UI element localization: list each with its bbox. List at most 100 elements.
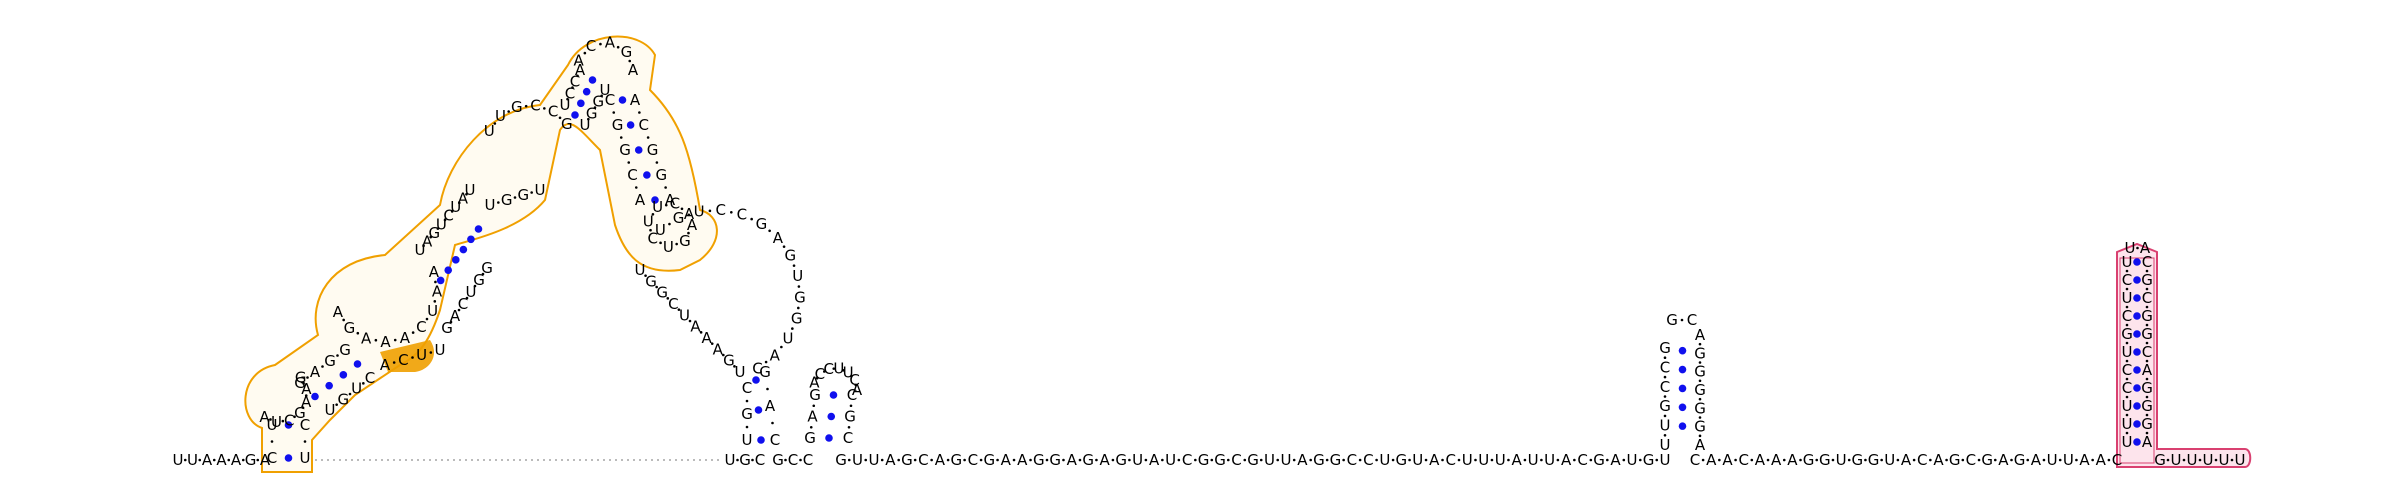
backbone-dot bbox=[766, 387, 769, 391]
backbone-dot bbox=[183, 458, 187, 462]
black-loop-right-nt: U bbox=[655, 221, 666, 239]
black-loop-right-nt: G bbox=[673, 209, 685, 227]
strand-mid-a-nt: C bbox=[755, 451, 765, 469]
mid-hairpin-loop-nt: G bbox=[1666, 311, 1678, 329]
small-hairpin-right-nt: C bbox=[847, 386, 857, 404]
backbone-dot bbox=[571, 86, 574, 89]
strand-after-hairpin-nt: U bbox=[1884, 451, 1895, 469]
backbone-dot bbox=[1961, 458, 1965, 462]
strand-long-nt: U bbox=[1495, 451, 1506, 469]
backbone-dot bbox=[677, 308, 681, 311]
black-loop-right-nt: G bbox=[784, 246, 796, 264]
strand-3p-tail-nt: U bbox=[2187, 451, 2198, 469]
small-hairpin-right-nt: C bbox=[843, 429, 853, 447]
strand-after-hairpin-nt: G bbox=[1851, 451, 1863, 469]
backbone-dot bbox=[1161, 458, 1164, 462]
backbone-dot bbox=[411, 356, 414, 359]
backbone-dot bbox=[1062, 458, 1065, 462]
base-pair-dot bbox=[467, 235, 475, 244]
base-pair-dot bbox=[2133, 258, 2141, 266]
base-pair-dot bbox=[757, 436, 765, 444]
backbone-dot bbox=[2145, 305, 2149, 309]
strand-long-nt: C bbox=[1347, 451, 1357, 469]
helix3-tail-nt: G bbox=[518, 186, 530, 204]
backbone-dot bbox=[627, 161, 631, 164]
backbone-dot bbox=[850, 374, 853, 378]
orange-filled-region bbox=[380, 340, 435, 372]
loop2-nt: A bbox=[380, 333, 391, 351]
backbone-dot bbox=[1993, 458, 1997, 462]
base-pair-dot bbox=[1678, 422, 1687, 430]
backbone-dot bbox=[812, 404, 816, 408]
backbone-dot bbox=[1663, 375, 1667, 379]
strand-after-hairpin-nt: A bbox=[1998, 451, 2009, 469]
backbone-dot bbox=[2214, 458, 2218, 462]
strand-long-nt: G bbox=[1593, 451, 1605, 469]
backbone-dot bbox=[1144, 458, 1148, 462]
strand-long-nt: U bbox=[1528, 451, 1539, 469]
strand-after-hairpin-nt: C bbox=[1690, 451, 1700, 469]
base-pair-dot bbox=[2133, 276, 2141, 284]
backbone-dot bbox=[616, 45, 620, 49]
strand-long-nt: G bbox=[1214, 451, 1226, 469]
black-loop-left-nt: A bbox=[690, 318, 701, 336]
pink-hairpin-right-nt: G bbox=[2141, 379, 2153, 397]
helix3-right-nt: U bbox=[466, 283, 477, 301]
domain-highlights bbox=[244, 35, 2252, 473]
backbone-dot bbox=[2145, 413, 2149, 417]
backbone-dot bbox=[436, 227, 440, 230]
backbone-dot bbox=[2145, 269, 2149, 273]
backbone-dot bbox=[2198, 458, 2202, 462]
helix3-left-nt: U bbox=[465, 181, 476, 199]
strand-long-nt: A bbox=[1149, 451, 1160, 469]
arm-left-nt: C bbox=[627, 166, 637, 184]
backbone-dot bbox=[321, 365, 324, 368]
mid-hairpin-left-nt: G bbox=[1659, 397, 1671, 415]
backbone-dot bbox=[362, 382, 365, 385]
backbone-dot bbox=[832, 367, 836, 370]
stem4-left-nt: C bbox=[570, 73, 580, 91]
backbone-dot bbox=[411, 331, 415, 334]
loop3-nt: U bbox=[495, 107, 506, 125]
backbone-dot bbox=[303, 440, 307, 443]
mid-hairpin-right-nt: A bbox=[1695, 326, 1706, 344]
backbone-dot bbox=[2145, 431, 2149, 435]
backbone-dot bbox=[2125, 377, 2129, 381]
base-pairs bbox=[284, 76, 2141, 462]
backbone-dot bbox=[1210, 458, 1214, 462]
backbone-dot bbox=[628, 59, 632, 63]
pink-hairpin-right-nt: C bbox=[2142, 343, 2152, 361]
strand-3p-tail-nt: G bbox=[2154, 451, 2166, 469]
backbone-dot bbox=[946, 458, 950, 462]
backbone-dot bbox=[1243, 458, 1247, 462]
strand-5p-nt: A bbox=[231, 451, 242, 469]
strand-mid-a-nt: G bbox=[739, 451, 751, 469]
backbone-dot bbox=[1507, 458, 1510, 462]
backbone-dot bbox=[1424, 458, 1428, 462]
backbone-dot bbox=[212, 458, 216, 462]
backbone-dot bbox=[524, 104, 528, 108]
black-loop-right-nt: C bbox=[715, 201, 725, 219]
backbone-dot bbox=[269, 418, 272, 421]
backbone-dot bbox=[1276, 458, 1280, 462]
strand-long-nt: A bbox=[1100, 451, 1111, 469]
backbone-dot bbox=[815, 376, 819, 380]
backbone-dot bbox=[791, 327, 794, 330]
backbone-dot bbox=[1523, 458, 1527, 462]
backbone-dot bbox=[710, 342, 714, 345]
pink-hairpin-left-nt: U bbox=[2122, 415, 2133, 433]
pink-hairpin-left-nt: G bbox=[2121, 325, 2133, 343]
strand-long-nt: G bbox=[1082, 451, 1094, 469]
pink-hairpin-inner-box bbox=[2119, 257, 2155, 464]
base-pair-dot bbox=[754, 406, 763, 414]
strand-long-nt: G bbox=[1396, 451, 1408, 469]
backbone-dot bbox=[429, 235, 433, 239]
backbone-dot bbox=[306, 376, 309, 379]
mid-hairpin-left-nt: U bbox=[1660, 417, 1671, 435]
small-hairpin-loop-nt: U bbox=[843, 363, 854, 381]
black-loop-right-nt: U bbox=[792, 267, 803, 285]
backbone-dot bbox=[722, 353, 725, 357]
base-pair-dot bbox=[1678, 346, 1687, 355]
base-pair-dot bbox=[571, 111, 579, 119]
pink-hairpin-left-nt: U bbox=[2122, 433, 2133, 451]
